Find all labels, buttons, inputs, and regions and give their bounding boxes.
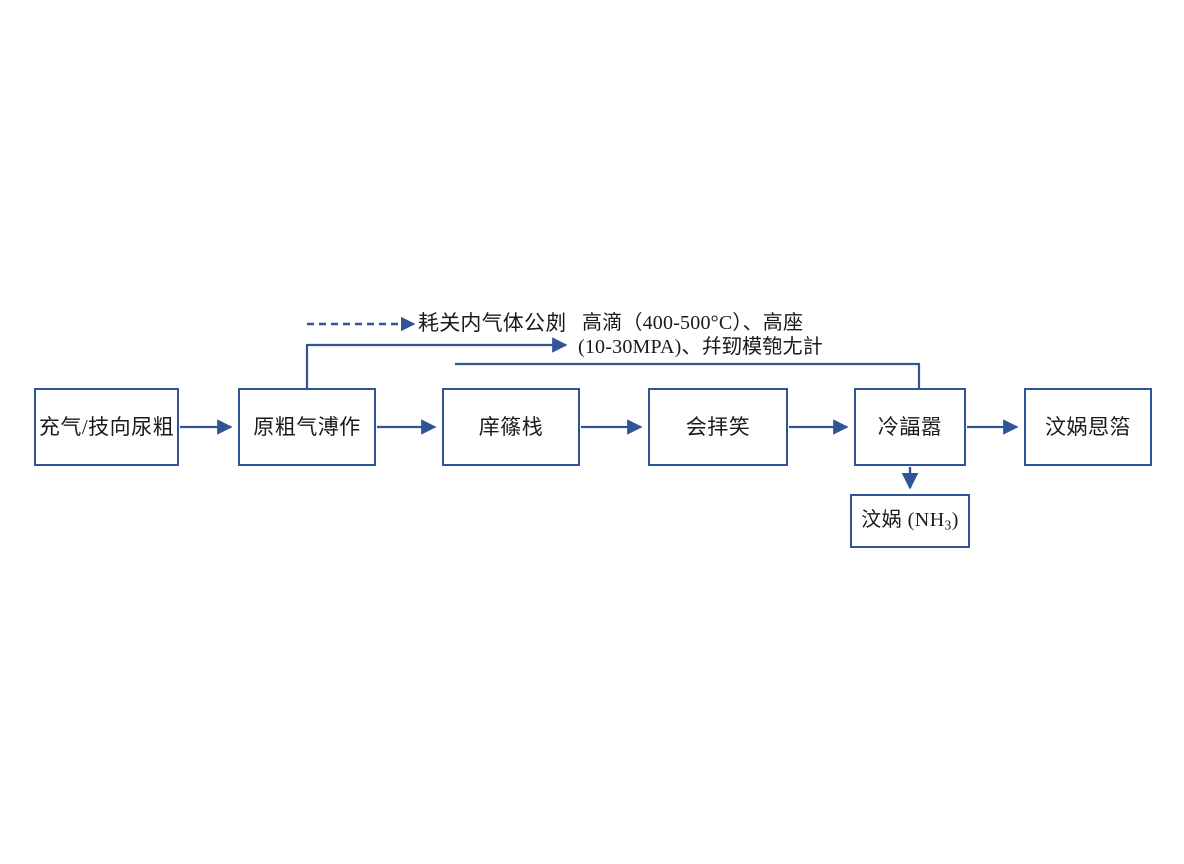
node-feed[interactable]: 充气/技向尿粗: [34, 388, 179, 466]
node-product-label-prefix: 汶娲 (NH: [861, 508, 945, 531]
annotation-condition-line-1: 高滴（400-500°C）、高座: [582, 312, 804, 334]
node-reactor[interactable]: 庠篠栈: [442, 388, 580, 466]
node-storage-label: 汶娲㤙箈: [1045, 414, 1131, 439]
node-product[interactable]: 汶娲 (NH3): [850, 494, 970, 548]
node-reactor-label: 庠篠栈: [478, 414, 544, 439]
connector-recycle-upper: [305, 337, 568, 388]
annotation-recycle-label: 耗关内气体公㓟: [418, 311, 567, 335]
node-purify[interactable]: 原粗气溥作: [238, 388, 376, 466]
node-separate[interactable]: 会拝笑: [648, 388, 788, 466]
node-cooler[interactable]: 冷諨嚣: [854, 388, 966, 466]
node-cooler-label: 冷諨嚣: [877, 414, 943, 439]
node-purify-label: 原粗气溥作: [253, 414, 361, 439]
connector-recycle-lower: [455, 362, 921, 388]
node-feed-label: 充气/技向尿粗: [38, 414, 175, 439]
node-product-label: 汶娲 (NH3): [861, 508, 959, 534]
annotation-condition-line-2: (10-30MPA)、幷䑒模匏尢計: [578, 336, 823, 358]
node-product-label-suffix: ): [951, 508, 959, 531]
node-product-label-subscript: 3: [944, 517, 952, 533]
node-storage[interactable]: 汶娲㤙箈: [1024, 388, 1152, 466]
node-separate-label: 会拝笑: [685, 414, 751, 439]
